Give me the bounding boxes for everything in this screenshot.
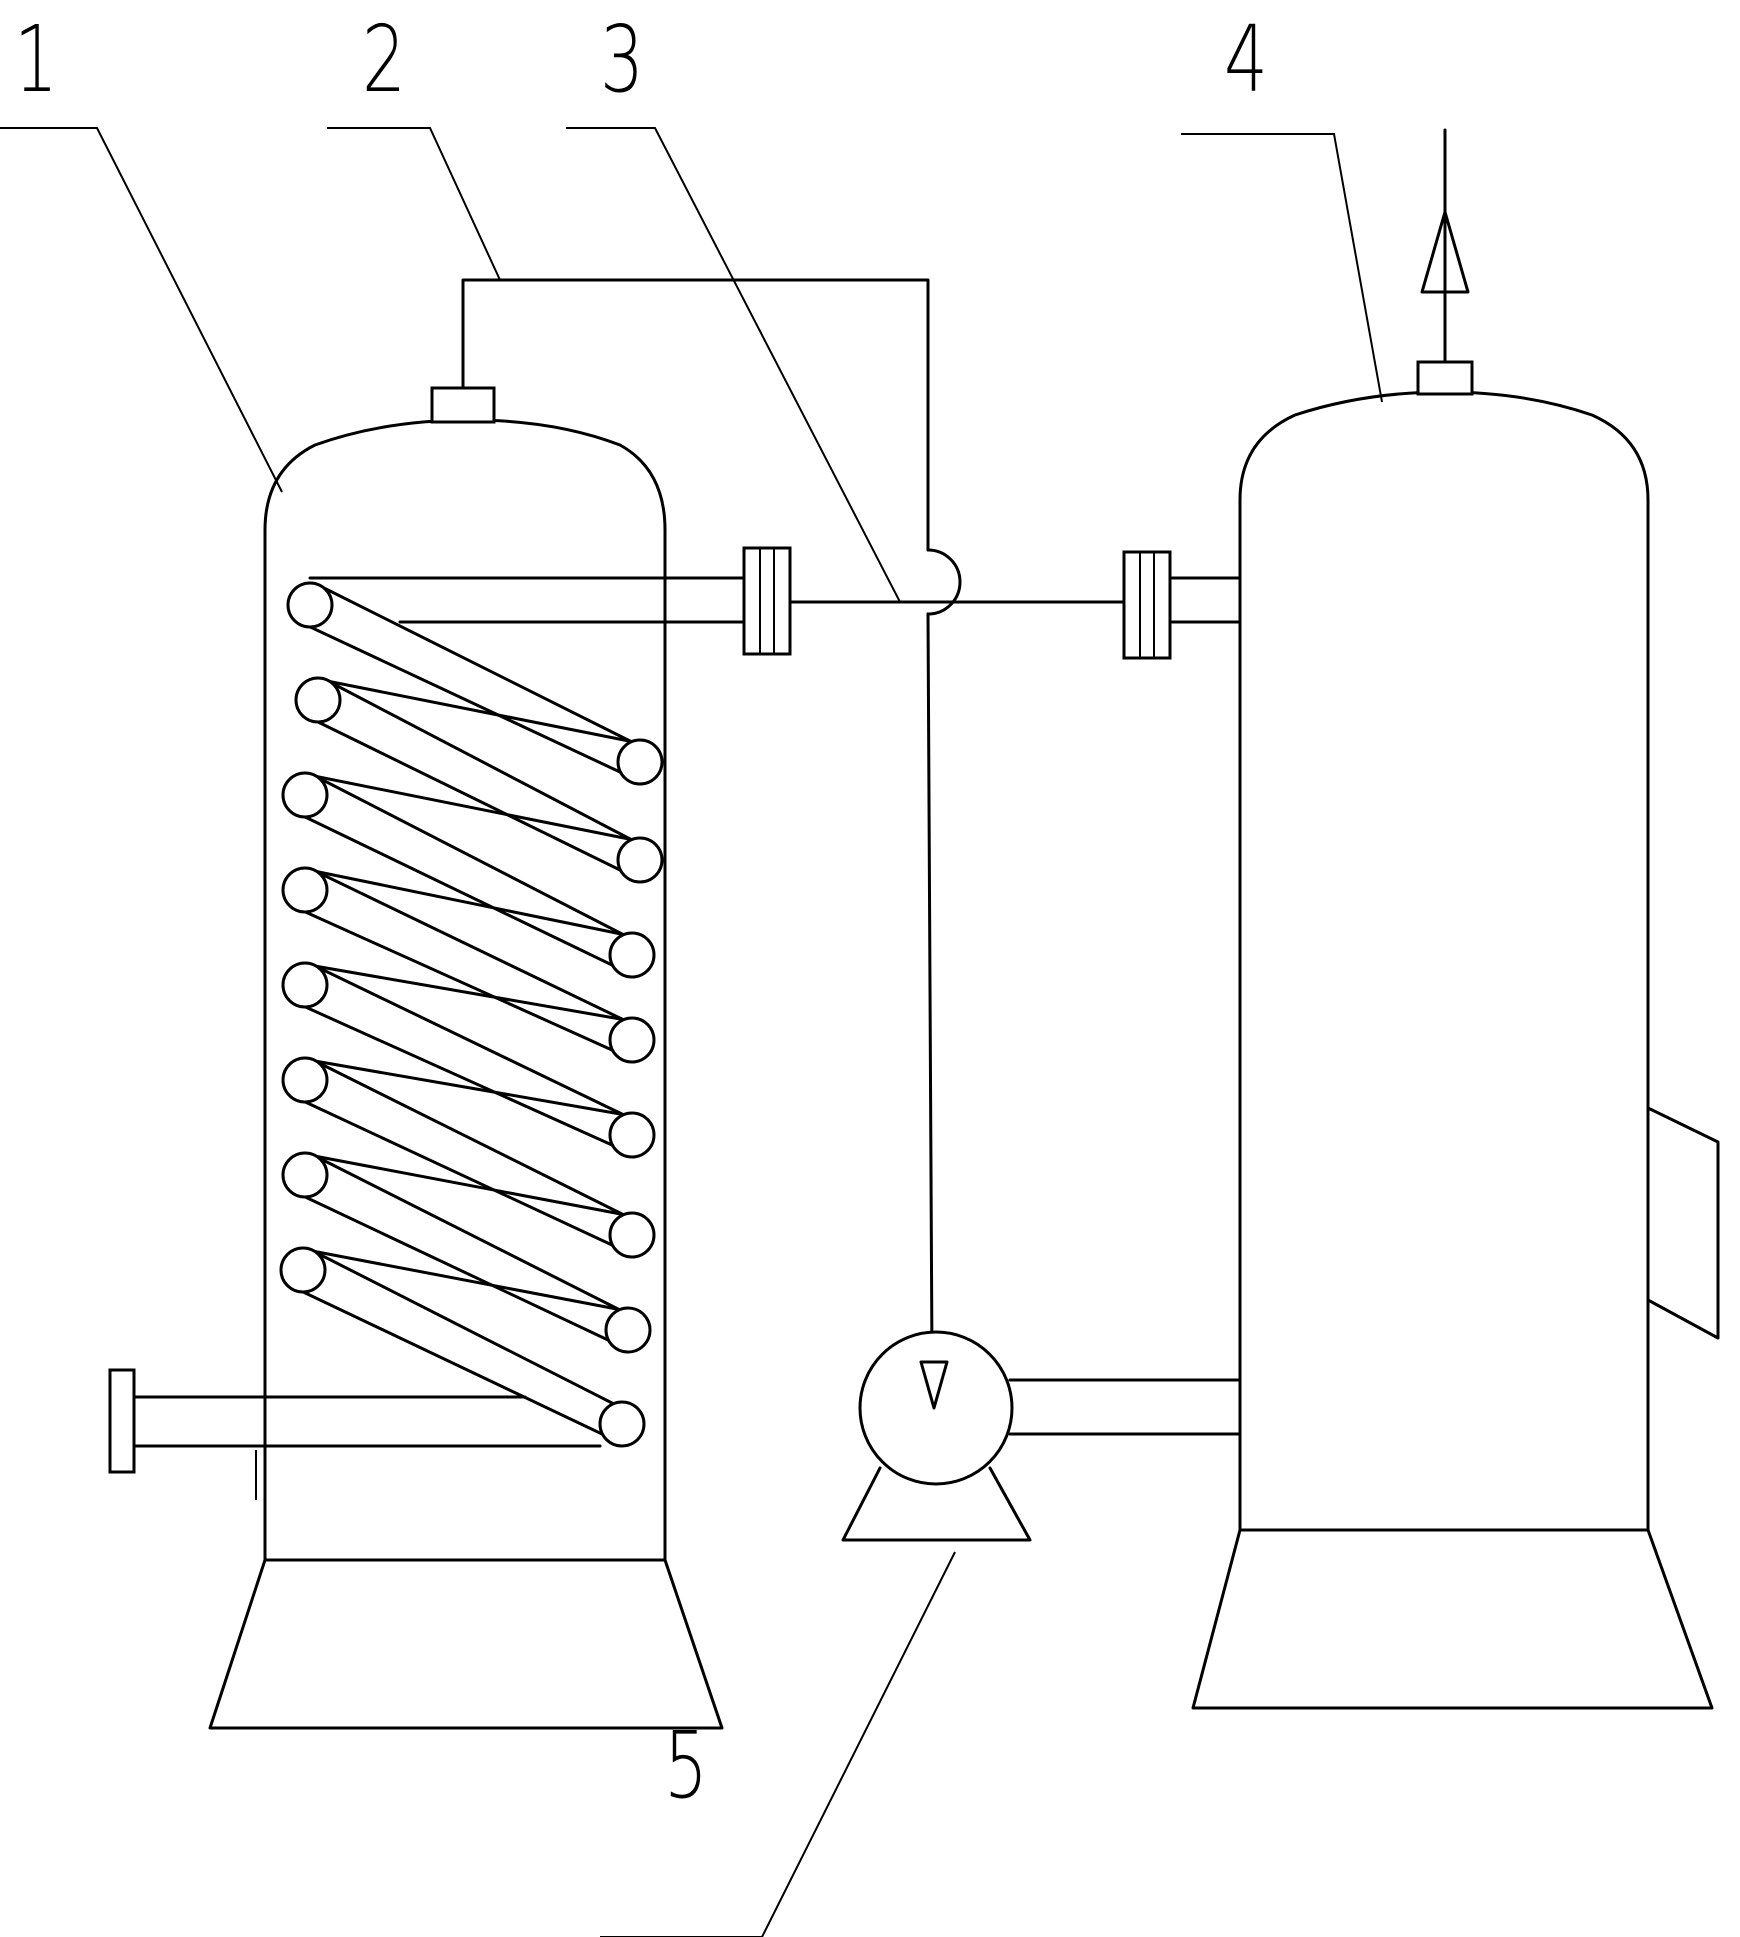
coil-tube-section <box>598 1400 646 1448</box>
label-4: 4 <box>1224 6 1268 113</box>
vessel-1-top-nozzle <box>430 386 496 424</box>
label-2: 2 <box>362 6 406 113</box>
coil-tube-section <box>608 1111 656 1159</box>
coil-turn <box>297 1288 604 1436</box>
coil-turn <box>309 1248 616 1406</box>
coil-turn <box>299 813 614 967</box>
vessel-4-shell <box>1238 390 1650 1532</box>
coil-turn <box>304 623 622 774</box>
coil-turn <box>311 773 626 937</box>
vessel-4-top-nozzle <box>1416 360 1474 396</box>
vessel-4-inlet-flange <box>1122 550 1172 660</box>
coil-tube-section <box>616 836 664 884</box>
leader-lines <box>0 127 1383 1937</box>
coil-tube-section <box>294 676 342 724</box>
vessel-4 <box>1191 128 1720 1710</box>
heating-coil <box>279 581 664 1448</box>
pump-arrow <box>919 1360 949 1410</box>
vessel-1-base-skirt <box>208 1558 724 1730</box>
coil-tube-section <box>608 1211 656 1259</box>
coil-tube-section <box>281 771 329 819</box>
vessel-4-vent-arrow <box>1420 210 1470 294</box>
coil-turn <box>299 1193 610 1342</box>
coil-tube-section <box>281 1151 329 1199</box>
coil-turn <box>307 1153 628 1217</box>
leader-2 <box>327 127 501 281</box>
vessel-1 <box>208 386 724 1730</box>
coil-turn <box>312 718 622 872</box>
vessel-4-base-skirt <box>1191 1528 1714 1710</box>
leader-3 <box>566 127 901 603</box>
coil-turn <box>311 1153 622 1312</box>
vessel-4-side-hopper <box>1646 1106 1720 1340</box>
pipe-3 <box>788 550 1242 660</box>
coil-inlet-flange <box>108 1368 136 1474</box>
coil-turn <box>307 1058 628 1117</box>
coil-turn <box>316 583 634 744</box>
coil-turn <box>307 773 636 842</box>
pipe-2 <box>461 278 962 1410</box>
coil-inlet-pipe <box>108 1368 602 1474</box>
coil-turn <box>299 1003 614 1147</box>
label-5: 5 <box>664 1712 708 1819</box>
coil-tube-section <box>286 581 334 629</box>
leader-5 <box>600 1551 956 1937</box>
coil-turn <box>320 678 636 744</box>
coil-turn <box>299 908 614 1052</box>
coil-turn <box>324 678 634 842</box>
coil-tube-section <box>616 738 664 786</box>
leader-4 <box>1181 133 1383 403</box>
label-3: 3 <box>600 6 644 113</box>
label-1: 1 <box>14 6 58 113</box>
coil-tube-section <box>604 1306 652 1354</box>
coil-turn <box>307 868 628 937</box>
coil-tube-section <box>281 866 329 914</box>
coil-outlet-flange <box>742 546 792 656</box>
coil-turn <box>311 963 626 1117</box>
pump-casing <box>858 1330 1014 1486</box>
coil-turn <box>305 1248 624 1312</box>
coil-tube-section <box>279 1246 327 1294</box>
leader-1 <box>0 127 283 493</box>
pump-5 <box>841 1330 1242 1542</box>
coil-tube-section <box>608 1016 656 1064</box>
coil-turn <box>307 963 628 1022</box>
coil-outlet-pipe <box>308 546 792 656</box>
coil-tube-section <box>281 961 329 1009</box>
coil-turn <box>311 1058 626 1217</box>
coil-turn <box>311 868 626 1022</box>
coil-tube-section <box>608 931 656 979</box>
pump-base <box>841 1466 1032 1542</box>
coil-turn <box>299 1098 614 1247</box>
coil-tube-section <box>281 1056 329 1104</box>
